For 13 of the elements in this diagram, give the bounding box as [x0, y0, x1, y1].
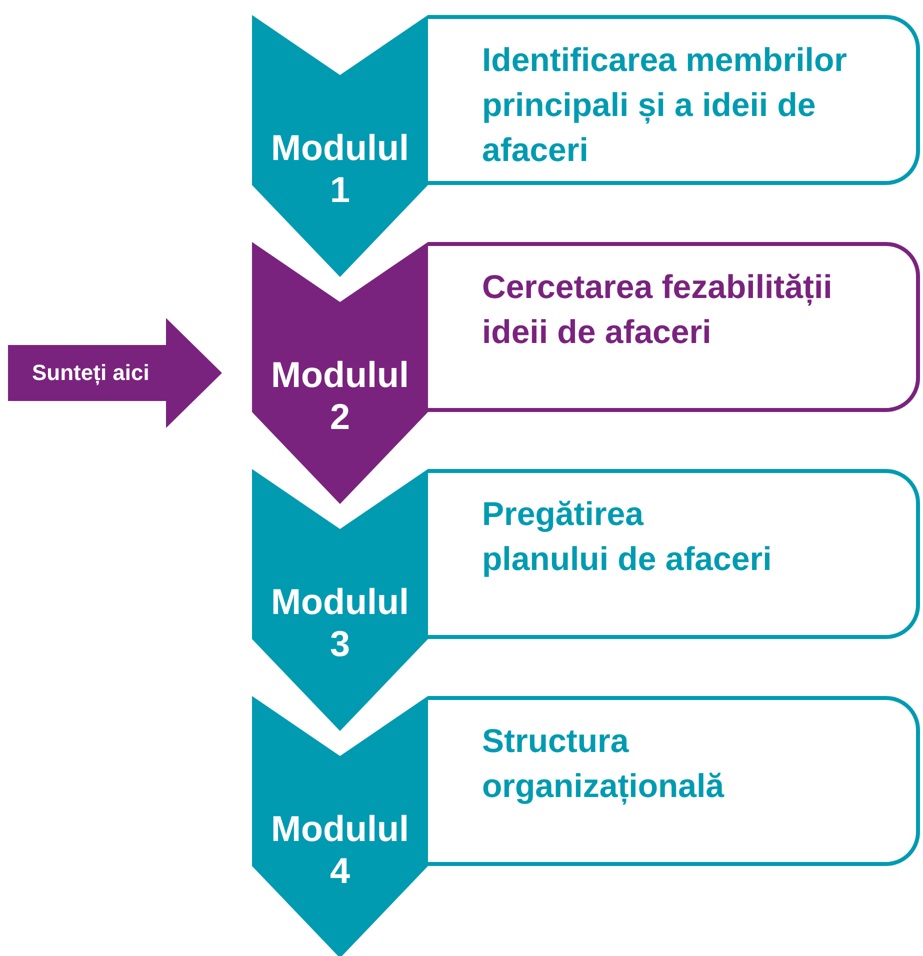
you-are-here-arrow: Sunteți aici	[8, 318, 222, 428]
module-banner: Modulul 2	[252, 242, 428, 504]
module-title-box	[428, 15, 920, 185]
module-banner: Modulul 4	[252, 696, 428, 956]
module-title-box	[428, 696, 920, 866]
module-title: Identificarea membrilor principali și a ideii de afaceri	[482, 40, 848, 170]
module-title: Pregătirea planului de afaceri	[482, 494, 772, 579]
module-title: Structura organizațională	[482, 721, 726, 807]
module-title: Cercetarea fezabilității ideii de afaceri	[482, 267, 834, 352]
module-banner: Modulul 1	[252, 15, 428, 277]
module-title-box	[428, 242, 920, 412]
module-banner: Modulul 3	[252, 469, 428, 731]
module-title-box	[428, 469, 920, 639]
